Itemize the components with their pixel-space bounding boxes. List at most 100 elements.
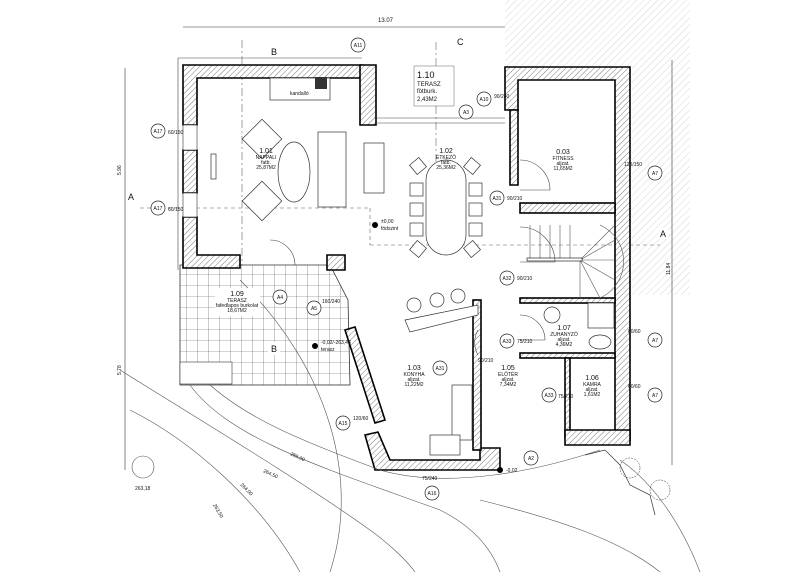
plan-text: A10 (480, 97, 489, 103)
plan-text: 4,36M2 (556, 342, 573, 348)
plan-text: 1.09 (230, 291, 244, 298)
plan-text: ELŐTÉR (498, 371, 518, 378)
plan-text: KAMRA (583, 382, 601, 388)
section-mark-a: A (660, 229, 666, 239)
plan-text: 60/60 (628, 384, 641, 390)
contour-label: 265,00 (289, 451, 306, 463)
plan-text: fatb. (441, 160, 451, 166)
section-marks: B C A A B (126, 36, 668, 355)
room-label-eloter: 1.05 ELŐTÉR aljzat. 7,34M2 (498, 365, 518, 388)
room-label-nappali: 1.01 NAPPALI fatb. 25,87M2 (256, 148, 277, 171)
plan-text: 90/210 (478, 358, 494, 364)
plan-text: 90/210 (507, 196, 523, 202)
dimension-label: 11.84 (666, 263, 672, 275)
plan-text: ÉTKEZŐ (436, 154, 456, 161)
plan-text: A31 (493, 196, 502, 202)
level-value: ±0,00 (381, 219, 394, 225)
dimension-label: 5.96 (117, 165, 123, 175)
level-value: -0,02 (506, 468, 518, 474)
plan-text: TERASZ (417, 82, 441, 88)
plan-text: 2,43M2 (417, 97, 438, 103)
plan-text: 1,61M2 (584, 392, 601, 398)
room-label-terasz: 1.09 TERASZ fafedlapos burkolat 18,67M2 (215, 288, 260, 316)
dimension-left: 5.96 5.78 (117, 68, 126, 470)
plan-text: 60/60 (628, 329, 641, 335)
plan-text: A7 (652, 338, 658, 344)
plan-text: aljzat. (556, 161, 569, 167)
plan-text: A5 (311, 306, 317, 312)
plan-text: 11,22M2 (404, 382, 423, 388)
plan-text: 60/150 (168, 207, 184, 213)
plan-text: 0.03 (556, 149, 570, 156)
room-label-zuhanyzo: 1.07 ZUHANYZÓ aljzat. 4,36M2 (550, 325, 578, 348)
plan-text: 1.03 (407, 365, 421, 372)
plan-text: 90/210 (517, 276, 533, 282)
room-label-konyha: 1.03 KONYHA aljzat. 11,22M2 (403, 365, 425, 388)
plan-text: 11,65M2 (553, 166, 572, 172)
plan-text: 120/60 (353, 416, 369, 422)
plan-text: A7 (652, 171, 658, 177)
plan-text: A11 (354, 43, 363, 49)
plan-text: ZUHANYZÓ (550, 331, 578, 338)
contour-label: 263,50 (211, 503, 224, 519)
plan-text: 1.06 (585, 375, 599, 382)
plan-text: A3 (463, 110, 469, 116)
dimension-top: 13.07 (183, 18, 505, 28)
plan-text: aljzat. (585, 387, 598, 393)
plan-text: 60/150 (168, 130, 184, 136)
plan-text: 1.07 (557, 325, 571, 332)
plan-text: A32 (503, 276, 512, 282)
door-tags: A11 A3 A10 A17 A17 A31 A32 A33 A33 A7 A7… (150, 37, 663, 501)
plan-text: A31 (436, 366, 445, 372)
plan-text: 1.01 (259, 148, 273, 155)
plan-text: 75/240 (422, 476, 438, 482)
plan-text: 7,34M2 (500, 382, 517, 388)
room-label-terasz-top: 1.10 TERASZ fötburk. 2,43M2 (413, 65, 455, 107)
terrain-contours (119, 279, 701, 572)
plan-text: A15 (339, 421, 348, 427)
level-label: terasz (321, 347, 335, 353)
level-marker: -0,02/-263,48 terasz (312, 340, 351, 353)
plan-text: 1.02 (439, 148, 453, 155)
plan-text: fötburk. (417, 89, 437, 95)
plan-text: 25,36M2 (436, 165, 456, 171)
plan-text: 1.10 (417, 70, 435, 80)
contour-label: 264,50 (262, 468, 279, 480)
plan-text: 75/210 (517, 339, 533, 345)
plan-text: 25,87M2 (256, 165, 276, 171)
room-label-fitness: 0.03 FITNESS aljzat. 11,65M2 (552, 149, 574, 172)
tree-level: 263,18 (135, 486, 151, 492)
dimension-right: 11.84 (666, 60, 673, 465)
opening-sizes: 90/240 60/150 60/150 90/210 90/210 75/21… (168, 94, 642, 482)
dimension-label: 13.07 (378, 18, 394, 24)
plan-text: A17 (154, 206, 163, 212)
room-label-etkezo: 1.02 ÉTKEZŐ fatb. 25,36M2 (436, 148, 456, 171)
plan-text: FITNESS (552, 156, 574, 162)
plan-text: A7 (652, 393, 658, 399)
plan-text: fafedlapos burkolat (216, 303, 259, 309)
plan-text: 160/240 (322, 299, 340, 305)
fireplace-label: kandalló (290, 91, 309, 97)
plan-text: 120/150 (624, 162, 642, 168)
terrain-hatch (505, 0, 690, 295)
section-mark-b: B (271, 47, 277, 57)
contour-label: 264,00 (239, 482, 254, 497)
plan-text: NAPPALI (256, 155, 277, 161)
plan-text: KONYHA (403, 372, 425, 378)
plan-text: 18,67M2 (227, 308, 247, 314)
furniture (210, 118, 624, 456)
plan-text: 90/240 (494, 94, 510, 100)
plan-text: A4 (277, 295, 283, 301)
section-mark-a: A (128, 192, 134, 202)
plan-text: TERASZ (227, 298, 247, 304)
plan-text: A33 (503, 339, 512, 345)
level-value: -0,02/-263,48 (321, 340, 351, 346)
section-mark-b: B (271, 344, 277, 354)
plan-text: A2 (528, 456, 534, 462)
plan-text: aljzat. (557, 337, 570, 343)
plan-text: aljzat. (501, 377, 514, 383)
plan-text: 1.05 (501, 365, 515, 372)
room-label-kamra: 1.06 KAMRA aljzat. 1,61M2 (583, 375, 601, 398)
plan-text: A16 (428, 491, 437, 497)
